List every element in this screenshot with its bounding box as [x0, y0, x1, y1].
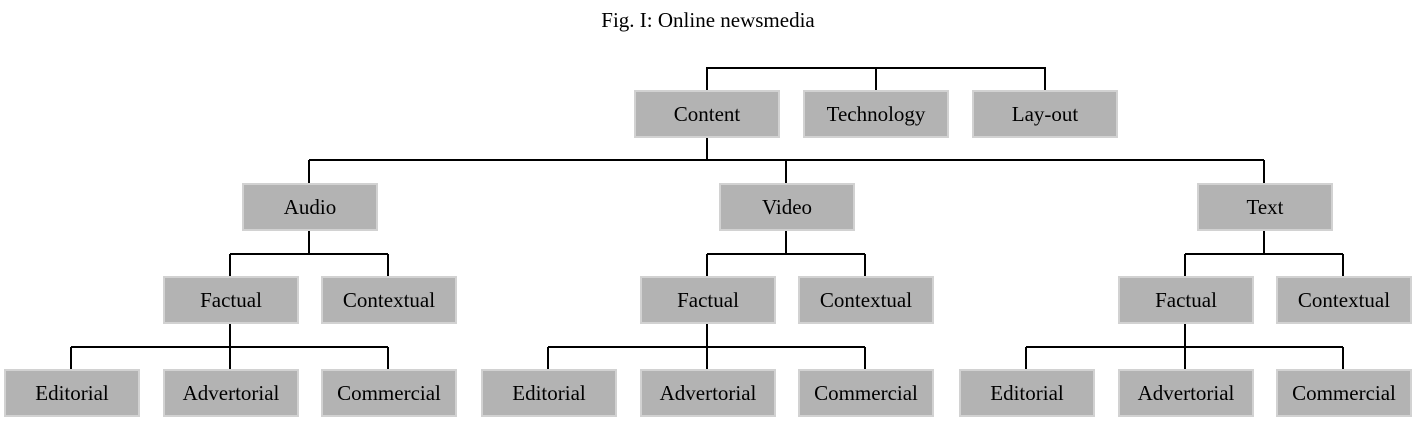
node-lay-out: Lay-out	[972, 90, 1118, 138]
node-contextual: Contextual	[1276, 276, 1412, 324]
node-contextual: Contextual	[321, 276, 457, 324]
node-contextual: Contextual	[798, 276, 934, 324]
node-advertorial: Advertorial	[640, 369, 776, 417]
node-content: Content	[634, 90, 780, 138]
node-video: Video	[719, 183, 855, 231]
node-factual: Factual	[1118, 276, 1254, 324]
node-editorial: Editorial	[481, 369, 617, 417]
node-editorial: Editorial	[959, 369, 1095, 417]
node-factual: Factual	[163, 276, 299, 324]
node-text: Text	[1197, 183, 1333, 231]
node-technology: Technology	[803, 90, 949, 138]
node-commercial: Commercial	[1276, 369, 1412, 417]
node-factual: Factual	[640, 276, 776, 324]
node-audio: Audio	[242, 183, 378, 231]
node-commercial: Commercial	[798, 369, 934, 417]
node-editorial: Editorial	[4, 369, 140, 417]
figure-title: Fig. I: Online newsmedia	[601, 8, 815, 32]
node-advertorial: Advertorial	[163, 369, 299, 417]
node-advertorial: Advertorial	[1118, 369, 1254, 417]
node-commercial: Commercial	[321, 369, 457, 417]
